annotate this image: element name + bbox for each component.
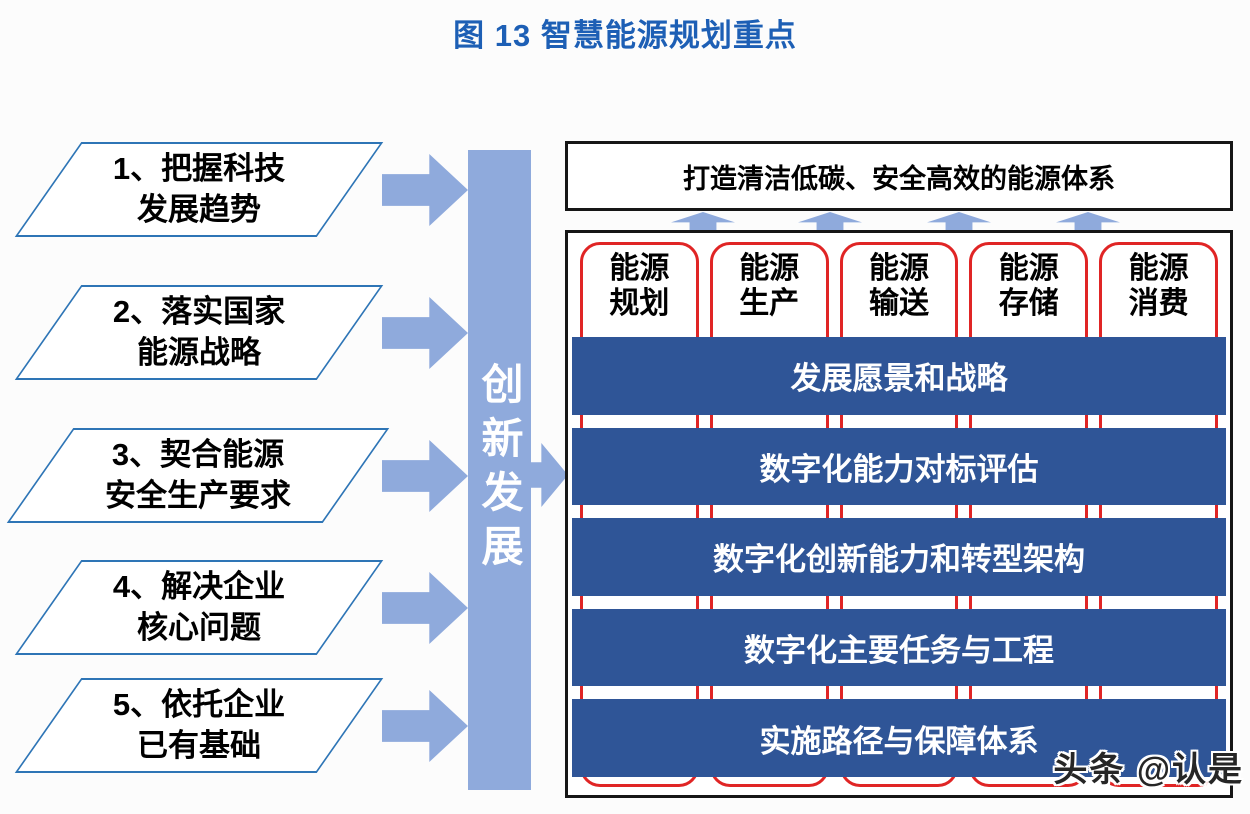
channel-to-matrix-arrow-icon: [525, 443, 568, 507]
column-label-line2: 规划: [609, 287, 670, 321]
driver-box-1: 1、把握科技 发展趋势: [14, 142, 384, 237]
column-label-line2: 生产: [739, 287, 800, 321]
driver-5-line1: 5、依托企业: [112, 687, 286, 723]
right-arrow-icon: [382, 572, 468, 644]
up-arrow-icon: [798, 212, 862, 232]
innovation-channel: 创新发展: [468, 150, 531, 790]
goal-banner: 打造清洁低碳、安全高效的能源体系: [565, 141, 1233, 211]
watermark: 头条 @认是: [1053, 751, 1244, 789]
planning-row-tasks: 数字化主要任务与工程: [572, 608, 1226, 687]
driver-4-line1: 4、解决企业: [112, 569, 286, 605]
column-label-line1: 能源: [868, 252, 929, 285]
driver-box-2: 2、落实国家 能源战略: [14, 285, 384, 380]
energy-column-production: 能源 生产: [709, 242, 829, 787]
column-label-line1: 能源: [739, 252, 800, 285]
column-label-line2: 消费: [1128, 287, 1189, 321]
driver-2-line1: 2、落实国家: [112, 294, 286, 330]
planning-row-label: 实施路径与保障体系: [759, 723, 1039, 759]
column-label-line2: 输送: [868, 287, 929, 321]
planning-row-label: 数字化创新能力和转型架构: [713, 542, 1085, 578]
goal-banner-label: 打造清洁低碳、安全高效的能源体系: [683, 163, 1115, 194]
driver-row-2: 2、落实国家 能源战略: [0, 285, 470, 380]
planning-rows: 发展愿景和战略 数字化能力对标评估 数字化创新能力和转型架构 数字化主要任务与工…: [572, 337, 1226, 777]
energy-column-planning: 能源 规划: [580, 242, 699, 787]
right-arrow-icon: [382, 297, 468, 369]
energy-column-storage: 能源 存储: [969, 242, 1089, 787]
planning-matrix: 能源 规划 能源 生产 能源 输送 能源 存储 能源 消费: [565, 230, 1233, 798]
up-arrow-icon: [1056, 212, 1120, 232]
driver-row-5: 5、依托企业 已有基础: [0, 678, 470, 773]
figure-title: 图 13 智慧能源规划重点: [453, 18, 797, 53]
column-label-line1: 能源: [998, 252, 1059, 285]
driver-4-line2: 核心问题: [137, 609, 261, 645]
up-arrow-icon: [927, 212, 991, 232]
driver-row-4: 4、解决企业 核心问题: [0, 560, 470, 655]
right-arrow-icon: [382, 690, 468, 762]
energy-column-consumption: 能源 消费: [1099, 242, 1218, 787]
planning-row-label: 数字化主要任务与工程: [744, 633, 1054, 669]
planning-row-label: 数字化能力对标评估: [759, 451, 1039, 487]
planning-row-architecture: 数字化创新能力和转型架构: [572, 518, 1226, 596]
planning-row-benchmark: 数字化能力对标评估: [572, 427, 1226, 506]
column-label-line1: 能源: [1128, 252, 1189, 285]
energy-column-transmission: 能源 输送: [839, 242, 959, 787]
driver-box-4: 4、解决企业 核心问题: [14, 560, 384, 655]
driver-3-line1: 3、契合能源: [111, 437, 285, 473]
right-arrow-icon: [382, 440, 468, 512]
driver-box-3: 3、契合能源 安全生产要求: [6, 428, 390, 523]
driver-1-line1: 1、把握科技: [112, 151, 286, 187]
driver-3-line2: 安全生产要求: [105, 477, 291, 513]
driver-2-line2: 能源战略: [137, 334, 261, 370]
column-label-line1: 能源: [609, 252, 670, 285]
right-arrow-icon: [382, 154, 468, 226]
energy-columns: 能源 规划 能源 生产 能源 输送 能源 存储 能源 消费: [580, 242, 1218, 787]
driver-5-line2: 已有基础: [137, 727, 261, 763]
planning-row-implementation: 实施路径与保障体系: [572, 699, 1226, 777]
planning-row-label: 发展愿景和战略: [790, 361, 1008, 397]
driver-box-5: 5、依托企业 已有基础: [14, 678, 384, 773]
up-arrow-icon: [671, 212, 735, 232]
column-label-line2: 存储: [998, 287, 1059, 321]
innovation-channel-label: 创新发展: [476, 362, 523, 578]
driver-row-1: 1、把握科技 发展趋势: [0, 142, 470, 237]
driver-row-3: 3、契合能源 安全生产要求: [0, 428, 470, 523]
planning-row-vision: 发展愿景和战略: [572, 337, 1226, 415]
driver-1-line2: 发展趋势: [137, 191, 261, 227]
